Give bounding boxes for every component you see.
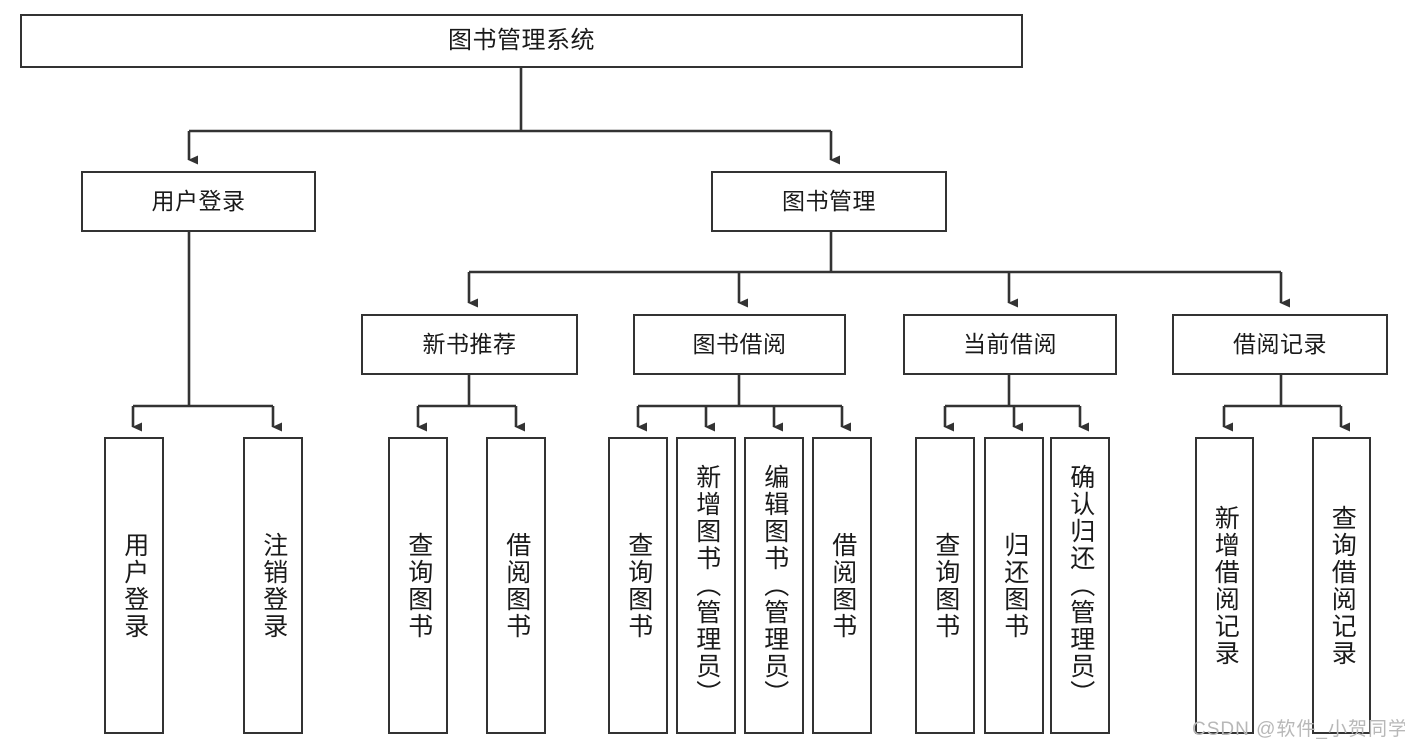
node-label: 当前借阅 xyxy=(963,330,1057,357)
node-label: 新书推荐 xyxy=(422,330,517,357)
leaf-edit-book-admin[interactable]: 编辑图书（管理员） xyxy=(744,437,804,734)
node-current-borrowing[interactable]: 当前借阅 xyxy=(903,314,1117,375)
leaf-query-books-newbook[interactable]: 查询图书 xyxy=(388,437,448,734)
leaf-confirm-return-admin[interactable]: 确认归还（管理员） xyxy=(1050,437,1110,734)
node-label: 查询图书 xyxy=(624,531,653,640)
node-label: 图书借阅 xyxy=(692,330,787,357)
node-root-book-management-system[interactable]: 图书管理系统 xyxy=(20,14,1023,68)
leaf-query-books-current[interactable]: 查询图书 xyxy=(915,437,975,734)
node-label: 确认归还（管理员） xyxy=(1066,464,1095,707)
node-new-book-recommendation[interactable]: 新书推荐 xyxy=(361,314,578,375)
node-label: 借阅图书 xyxy=(502,531,531,640)
node-user-login[interactable]: 用户登录 xyxy=(81,171,316,232)
leaf-return-books[interactable]: 归还图书 xyxy=(984,437,1044,734)
leaf-logout[interactable]: 注销登录 xyxy=(243,437,303,734)
node-label: 图书管理系统 xyxy=(448,26,595,54)
node-label: 查询图书 xyxy=(404,531,433,640)
node-label: 注销登录 xyxy=(259,531,288,640)
node-label: 图书管理 xyxy=(782,187,876,214)
node-book-management[interactable]: 图书管理 xyxy=(711,171,947,232)
node-label: 归还图书 xyxy=(1000,531,1029,640)
node-label: 编辑图书（管理员） xyxy=(760,464,789,707)
leaf-query-borrow-record[interactable]: 查询借阅记录 xyxy=(1312,437,1371,734)
node-label: 查询图书 xyxy=(931,531,960,640)
node-label: 新增借阅记录 xyxy=(1211,504,1240,667)
csdn-watermark: CSDN @软件_小贺同学 xyxy=(1192,719,1405,740)
node-label: 用户登录 xyxy=(151,187,246,214)
leaf-query-books-borrow[interactable]: 查询图书 xyxy=(608,437,668,734)
node-label: 查询借阅记录 xyxy=(1328,504,1357,667)
node-label: 借阅记录 xyxy=(1233,330,1327,357)
leaf-borrow-books[interactable]: 借阅图书 xyxy=(812,437,872,734)
node-label: 借阅图书 xyxy=(828,531,857,640)
node-book-borrowing[interactable]: 图书借阅 xyxy=(633,314,846,375)
leaf-user-login[interactable]: 用户登录 xyxy=(104,437,164,734)
node-borrowing-records[interactable]: 借阅记录 xyxy=(1172,314,1388,375)
leaf-add-borrow-record[interactable]: 新增借阅记录 xyxy=(1195,437,1254,734)
node-label: 新增图书（管理员） xyxy=(692,464,721,707)
node-label: 用户登录 xyxy=(120,531,149,640)
leaf-add-book-admin[interactable]: 新增图书（管理员） xyxy=(676,437,736,734)
leaf-borrow-books-newbook[interactable]: 借阅图书 xyxy=(486,437,546,734)
